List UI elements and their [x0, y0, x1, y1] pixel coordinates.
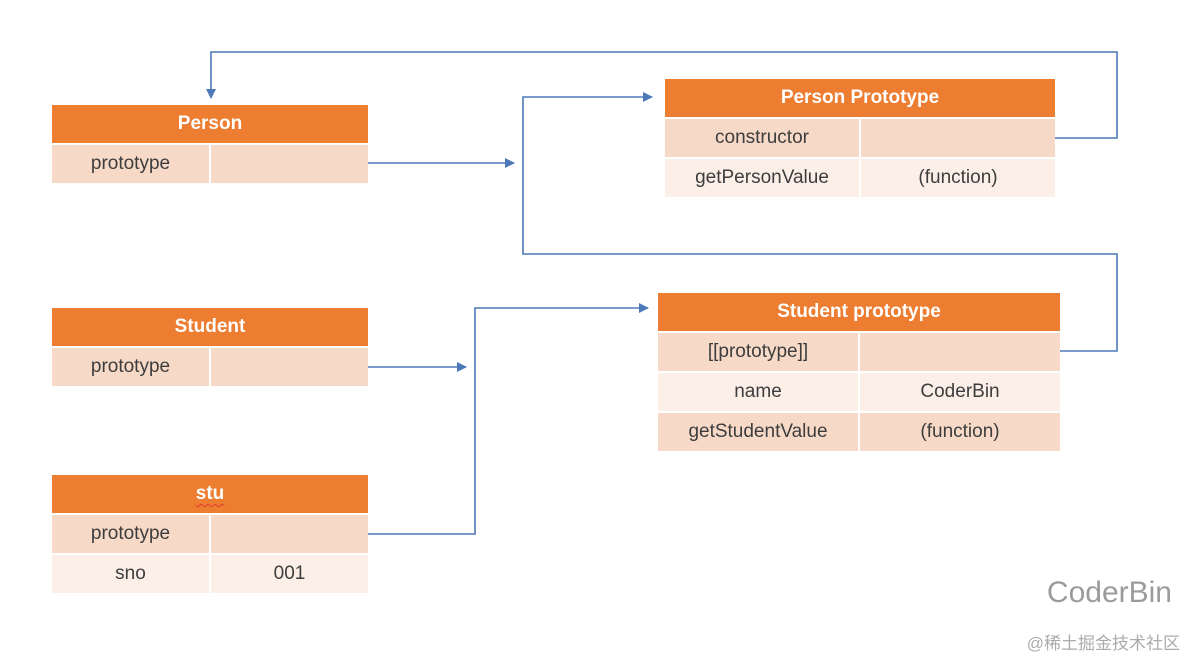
- student-prototype-name-key: name: [658, 373, 858, 411]
- student-prototype-protoslot-key: [[prototype]]: [658, 333, 858, 371]
- table-row: sno 001: [52, 555, 368, 593]
- table-stu-title-text: stu: [195, 483, 225, 504]
- table-student-title: Student: [52, 308, 368, 346]
- stu-sno-key: sno: [52, 555, 209, 593]
- person-prototype-constructor-value: [861, 119, 1055, 157]
- table-row: prototype: [52, 515, 368, 553]
- table-row: getPersonValue (function): [665, 159, 1055, 197]
- table-row: prototype: [52, 145, 368, 183]
- table-stu-title: stu: [52, 475, 368, 513]
- student-prototype-name-value: CoderBin: [860, 373, 1060, 411]
- table-row: getStudentValue (function): [658, 413, 1060, 451]
- table-person: Person prototype: [52, 105, 368, 183]
- table-row: prototype: [52, 348, 368, 386]
- table-person-prototype-title-text: Person Prototype: [780, 87, 940, 108]
- table-student-prototype-title-text: Student prototype: [777, 301, 941, 322]
- watermark-coderbin: CoderBin: [1046, 576, 1172, 609]
- student-prototype-protoslot-value: [860, 333, 1060, 371]
- student-prototype-value: [211, 348, 368, 386]
- table-student: Student prototype: [52, 308, 368, 386]
- table-student-prototype-title: Student prototype: [658, 293, 1060, 331]
- stu-prototype-key: prototype: [52, 515, 209, 553]
- person-prototype-value: [211, 145, 368, 183]
- student-prototype-getstudentvalue-key: getStudentValue: [658, 413, 858, 451]
- person-prototype-key: prototype: [52, 145, 209, 183]
- table-stu: stu prototype sno 001: [52, 475, 368, 593]
- table-person-prototype-title: Person Prototype: [665, 79, 1055, 117]
- table-row: constructor: [665, 119, 1055, 157]
- student-prototype-key: prototype: [52, 348, 209, 386]
- table-person-title-text: Person: [177, 113, 243, 134]
- stu-sno-value: 001: [211, 555, 368, 593]
- student-prototype-getstudentvalue-value: (function): [860, 413, 1060, 451]
- watermark-community: @稀土掘金技术社区: [1026, 634, 1180, 653]
- person-prototype-constructor-key: constructor: [665, 119, 859, 157]
- table-student-title-text: Student: [174, 316, 246, 337]
- person-prototype-getpersonvalue-key: getPersonValue: [665, 159, 859, 197]
- table-student-prototype: Student prototype [[prototype]] name Cod…: [658, 293, 1060, 451]
- person-prototype-getpersonvalue-value: (function): [861, 159, 1055, 197]
- table-row: [[prototype]]: [658, 333, 1060, 371]
- table-person-title: Person: [52, 105, 368, 143]
- table-person-prototype: Person Prototype constructor getPersonVa…: [665, 79, 1055, 197]
- stu-prototype-value: [211, 515, 368, 553]
- table-row: name CoderBin: [658, 373, 1060, 411]
